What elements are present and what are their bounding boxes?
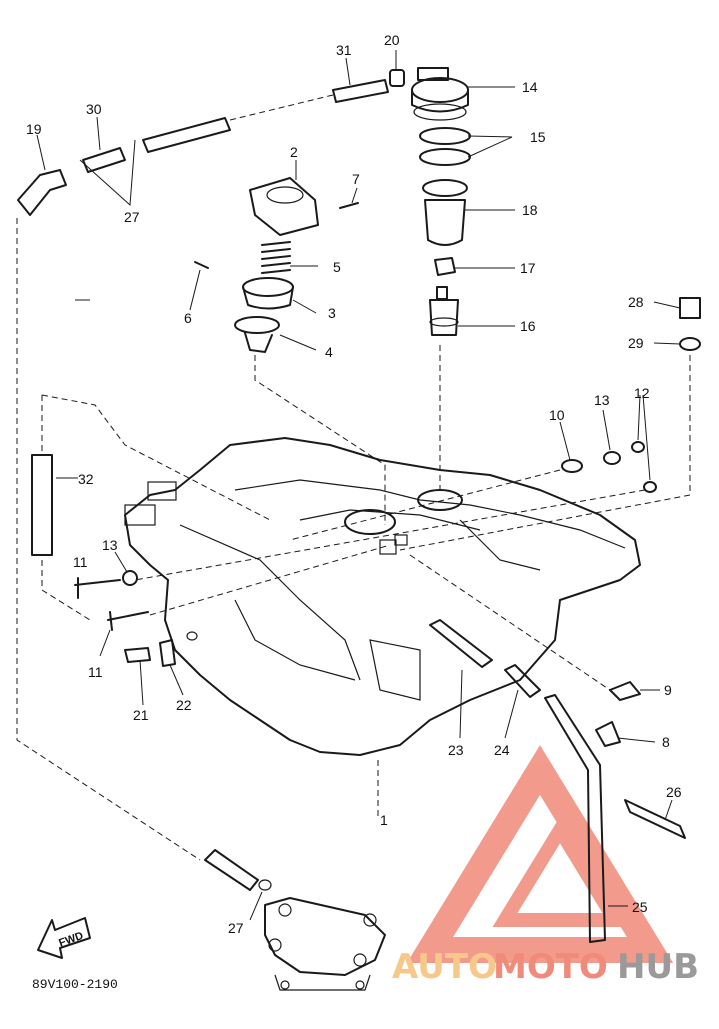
callout-13a: 13 xyxy=(594,392,610,408)
callout-28: 28 xyxy=(628,294,644,310)
spring-5 xyxy=(261,241,291,274)
watermark-text: AUTO MOTO HUB xyxy=(392,947,699,987)
washer-29 xyxy=(679,337,701,351)
callout-19: 19 xyxy=(26,121,42,137)
hose-25 xyxy=(544,694,606,943)
callout-17: 17 xyxy=(520,260,536,276)
fwd-arrow-icon: FWD xyxy=(37,917,91,959)
leader-lines xyxy=(36,50,681,921)
seat-4 xyxy=(234,316,280,353)
clip-20 xyxy=(389,69,405,87)
callout-30: 30 xyxy=(86,101,102,117)
seal-3 xyxy=(242,277,294,310)
callout-29: 29 xyxy=(628,335,644,351)
callout-18: 18 xyxy=(522,202,538,218)
svg-text:MOTO: MOTO xyxy=(493,947,608,987)
callout-31: 31 xyxy=(336,42,352,58)
callout-10: 10 xyxy=(549,407,565,423)
callout-21: 21 xyxy=(133,707,149,723)
pin-6 xyxy=(194,261,209,269)
callout-32: 32 xyxy=(78,471,94,487)
callout-6: 6 xyxy=(184,310,192,326)
callout-11b: 11 xyxy=(88,664,103,680)
fuel-tank xyxy=(124,437,641,756)
callout-27a: 27 xyxy=(124,209,140,225)
strainer-18 xyxy=(422,179,468,246)
bolts-11-13 xyxy=(74,570,149,631)
valve-16 xyxy=(429,286,459,336)
cap-2 xyxy=(249,177,319,236)
fuel-pump-14 xyxy=(411,67,469,121)
hose-23 xyxy=(429,619,493,668)
hose-27-lower xyxy=(204,849,272,891)
fuel-cock xyxy=(264,897,386,991)
clamp-17 xyxy=(434,257,456,276)
hose-19 xyxy=(17,169,67,216)
pin-7 xyxy=(339,202,359,209)
callout-16: 16 xyxy=(520,318,536,334)
callout-11a: 11 xyxy=(73,554,88,570)
pipe-24 xyxy=(504,664,541,698)
callout-2: 2 xyxy=(290,144,298,160)
callout-4: 4 xyxy=(325,344,333,360)
hose-31 xyxy=(332,79,389,103)
parts-21-22 xyxy=(124,639,176,667)
callout-labels: 1 2 3 4 5 6 7 8 9 10 11 11 12 13 13 14 1… xyxy=(26,32,682,936)
callout-5: 5 xyxy=(333,259,341,275)
callout-12: 12 xyxy=(634,385,650,401)
parts-10-13-12 xyxy=(561,441,657,493)
watermark-logo xyxy=(406,745,674,963)
callout-24: 24 xyxy=(494,742,510,758)
diagram-code: 89V100-2190 xyxy=(32,977,118,992)
callout-8: 8 xyxy=(662,734,670,750)
callout-15: 15 xyxy=(530,129,546,145)
callout-26: 26 xyxy=(666,784,682,800)
callout-13b: 13 xyxy=(102,537,118,553)
callout-20: 20 xyxy=(384,32,400,48)
hose-32 xyxy=(31,454,53,556)
callout-14: 14 xyxy=(522,79,538,95)
callout-9: 9 xyxy=(664,682,672,698)
svg-text:AUTO: AUTO xyxy=(392,947,497,987)
callout-7: 7 xyxy=(352,171,360,187)
callout-23: 23 xyxy=(448,742,464,758)
callout-1: 1 xyxy=(380,812,388,828)
parts-9-8-26 xyxy=(595,681,686,839)
callout-25: 25 xyxy=(632,899,648,915)
connection-lines xyxy=(16,94,691,861)
hose-top xyxy=(142,117,231,153)
svg-text:FWD: FWD xyxy=(57,930,85,950)
gaskets-15 xyxy=(419,127,471,166)
callout-27b: 27 xyxy=(228,920,244,936)
grommet-28 xyxy=(679,297,701,319)
svg-text:HUB: HUB xyxy=(617,947,699,987)
callout-3: 3 xyxy=(328,305,336,321)
hose-30 xyxy=(82,147,126,173)
callout-22: 22 xyxy=(176,697,192,713)
